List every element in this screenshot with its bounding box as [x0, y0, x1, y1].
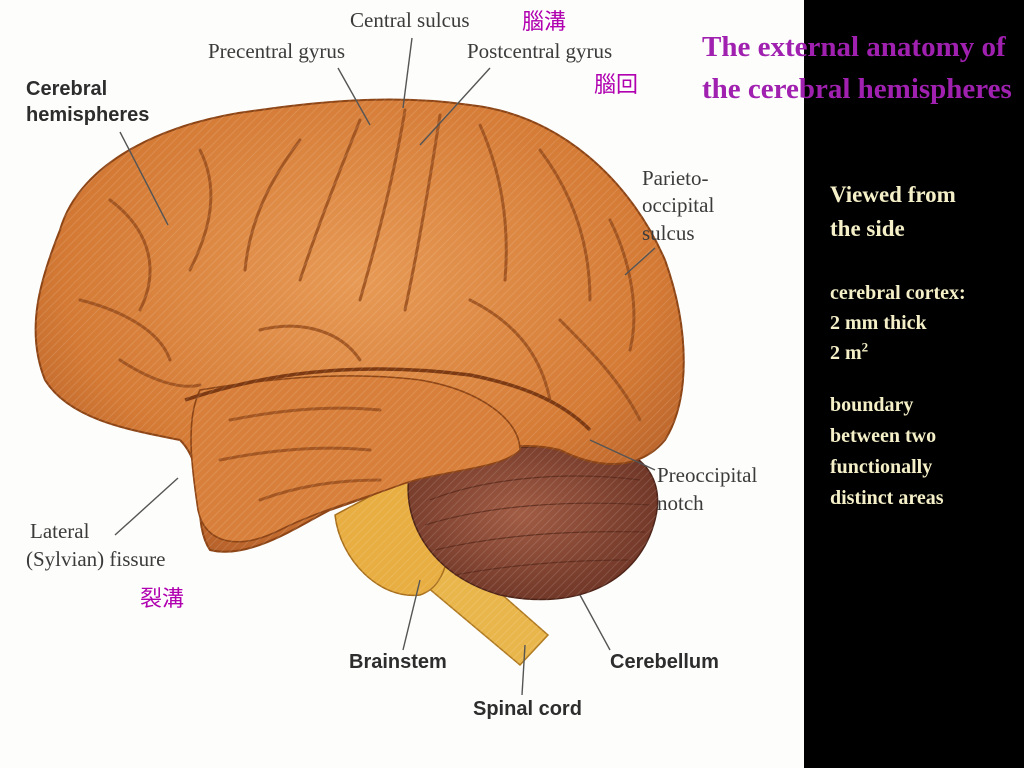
leader-lines: [114, 37, 656, 696]
label-lateral-1: Lateral: [30, 519, 90, 543]
label-cerebral-2: hemispheres: [26, 104, 149, 126]
label-brainstem: Brainstem: [349, 651, 447, 673]
label-postcentral-gyrus: Postcentral gyrus: [467, 39, 612, 63]
note-view-line2: the side: [830, 216, 905, 241]
label-preoccipital-2: notch: [657, 491, 704, 515]
note-cortex-area-exponent: 2: [861, 339, 869, 355]
label-gyrus-cjk: 腦回: [594, 73, 638, 98]
note-viewed-from: Viewed from the side: [830, 178, 1020, 246]
note-cerebral-cortex: cerebral cortex: 2 mm thick 2 m2: [830, 278, 1020, 368]
figure-panel: Central sulcus 腦溝 Precentral gyrus Postc…: [0, 0, 804, 768]
label-lateral-2: (Sylvian) fissure: [26, 547, 165, 571]
note-cortex-area: 2 m2: [830, 338, 1020, 368]
label-parieto-1: Parieto-: [642, 166, 708, 190]
label-cerebral-1: Cerebral: [26, 78, 107, 100]
label-preoccipital-1: Preoccipital: [657, 463, 757, 487]
label-precentral-gyrus: Precentral gyrus: [208, 39, 345, 63]
label-central-sulcus: Central sulcus: [350, 8, 470, 32]
slide-title: The external anatomy of the cerebral hem…: [702, 31, 1012, 105]
note-boundary: boundary between two functionally distin…: [830, 390, 1020, 514]
note-boundary-line1: boundary: [830, 394, 914, 416]
label-parieto-3: sulcus: [642, 221, 695, 245]
note-boundary-line3: functionally: [830, 456, 933, 478]
note-view-line1: Viewed from: [830, 182, 956, 207]
label-fissure-cjk: 裂溝: [140, 587, 184, 612]
note-cortex-line2: 2 mm thick: [830, 312, 927, 334]
label-cerebellum: Cerebellum: [610, 651, 719, 673]
note-cortex-line1: cerebral cortex:: [830, 282, 966, 304]
brain-diagram: Central sulcus 腦溝 Precentral gyrus Postc…: [0, 0, 804, 768]
label-parieto-2: occipital: [642, 193, 714, 217]
label-central-sulcus-cjk: 腦溝: [522, 10, 566, 35]
note-boundary-line2: between two: [830, 425, 937, 447]
note-boundary-line4: distinct areas: [830, 487, 944, 509]
note-cortex-area-value: 2 m: [830, 342, 862, 364]
label-spinal-cord: Spinal cord: [473, 698, 582, 720]
